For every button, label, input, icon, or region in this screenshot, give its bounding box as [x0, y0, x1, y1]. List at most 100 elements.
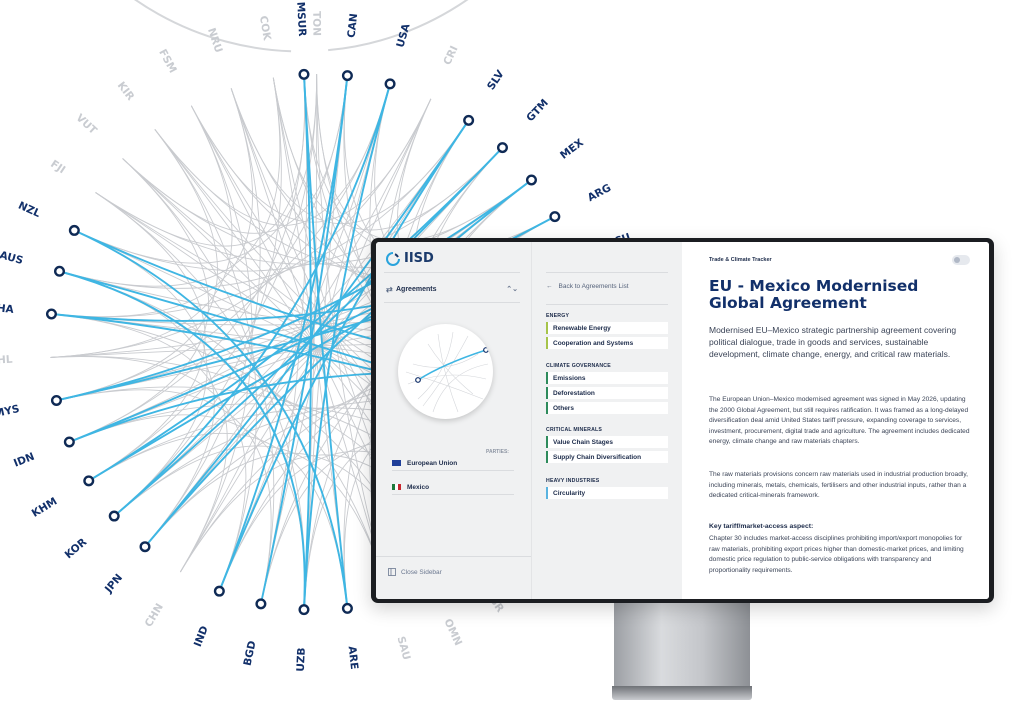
country-label-chn[interactable]: CHN: [143, 601, 166, 629]
topic-supply-chain-diversification[interactable]: Supply Chain Diversification: [546, 451, 668, 463]
iisd-logo[interactable]: IISD: [386, 251, 434, 266]
country-label-tha[interactable]: THA: [0, 302, 15, 317]
country-label-mex[interactable]: MEX: [558, 137, 586, 162]
sidebar-panel-icon: [388, 568, 396, 576]
muted-link: [230, 88, 470, 225]
country-label-cri[interactable]: CRI: [441, 44, 460, 67]
divider: [546, 272, 668, 273]
country-node-arg[interactable]: [549, 211, 561, 223]
arrow-left-icon: ←: [546, 283, 553, 290]
country-node-jpn[interactable]: [139, 541, 151, 553]
topic-circularity[interactable]: Circularity: [546, 487, 668, 499]
country-label-are[interactable]: ARE: [346, 645, 360, 670]
category-climate-governance: CLIMATE GOVERNANCE: [546, 363, 611, 369]
country-label-cok[interactable]: COK: [257, 15, 273, 42]
country-node-gtm[interactable]: [496, 142, 508, 154]
monitor-stand-base: [612, 686, 752, 700]
topic-deforestation[interactable]: Deforestation: [546, 387, 668, 399]
country-label-uzb[interactable]: UZB: [295, 647, 308, 672]
country-node-msur[interactable]: [298, 68, 310, 80]
country-node-nzl[interactable]: [68, 224, 80, 236]
muted-link: [144, 88, 261, 547]
category-heavy-industries: HEAVY INDUSTRIES: [546, 478, 600, 484]
category-critical-minerals: CRITICAL MINERALS: [546, 427, 603, 433]
agreement-title: EU - Mexico Modernised Global Agreement: [709, 277, 919, 312]
country-label-msur[interactable]: MSUR: [294, 2, 308, 37]
party-name: European Union: [407, 459, 458, 467]
country-node-are[interactable]: [341, 602, 353, 614]
divider: [384, 302, 520, 303]
country-label-omn[interactable]: OMN: [441, 617, 464, 648]
muted-link: [51, 313, 228, 573]
country-label-idn[interactable]: IDN: [12, 451, 36, 470]
country-node-bgd[interactable]: [255, 598, 267, 610]
country-label-bgd[interactable]: BGD: [242, 639, 259, 667]
agreement-link: [259, 75, 349, 605]
iisd-logo-icon: [386, 251, 400, 266]
agreement-detail: Trade & Climate Tracker EU - Mexico Mode…: [686, 242, 989, 599]
monitor-stand: [614, 603, 750, 688]
country-label-arg[interactable]: ARG: [586, 182, 614, 204]
topic-cooperation-and-systems[interactable]: Cooperation and Systems: [546, 337, 668, 349]
divider: [546, 304, 668, 305]
close-sidebar-button[interactable]: Close Sidebar: [388, 568, 442, 576]
monitor: IISD ⇄ Agreements ⌃⌄ PARTIES:: [371, 238, 994, 603]
mini-chord-wheel[interactable]: [398, 324, 493, 419]
country-label-can[interactable]: CAN: [346, 13, 361, 39]
agreement-link: [303, 74, 349, 609]
country-label-vut[interactable]: VUT: [73, 112, 99, 138]
agreement-link: [144, 179, 533, 548]
country-label-jpn[interactable]: JPN: [102, 572, 125, 596]
country-node-can[interactable]: [341, 70, 353, 82]
party-mexico[interactable]: Mexico: [392, 480, 514, 495]
muted-link: [88, 74, 318, 482]
topic-others[interactable]: Others: [546, 402, 668, 414]
chevron-updown-icon: ⌃⌄: [506, 286, 518, 293]
country-label-nru[interactable]: NRU: [205, 27, 225, 55]
country-node-slv[interactable]: [463, 114, 475, 126]
country-node-mex[interactable]: [525, 174, 537, 186]
party-european-union[interactable]: European Union: [392, 456, 514, 471]
country-label-phl[interactable]: PHL: [0, 354, 13, 367]
mexico-flag-icon: [392, 484, 401, 490]
country-label-khm[interactable]: KHM: [30, 495, 60, 519]
country-label-slv[interactable]: SLV: [485, 68, 507, 93]
topic-value-chain-stages[interactable]: Value Chain Stages: [546, 436, 668, 448]
country-node-kor[interactable]: [108, 510, 120, 522]
country-node-usa[interactable]: [384, 78, 396, 90]
topic-renewable-energy[interactable]: Renewable Energy: [546, 322, 668, 334]
country-node-aus[interactable]: [53, 265, 65, 277]
agreements-select[interactable]: ⇄ Agreements ⌃⌄: [386, 281, 518, 297]
divider: [376, 556, 531, 557]
theme-toggle[interactable]: [952, 255, 970, 265]
country-label-kir[interactable]: KIR: [115, 80, 137, 103]
country-label-gtm[interactable]: GTM: [524, 97, 551, 124]
country-node-tha[interactable]: [45, 308, 57, 320]
country-node-ind[interactable]: [213, 585, 225, 597]
swap-icon: ⇄: [386, 284, 393, 294]
country-node-mys[interactable]: [50, 394, 62, 406]
country-label-usa[interactable]: USA: [395, 21, 413, 48]
country-node-idn[interactable]: [63, 436, 75, 448]
country-label-fsm[interactable]: FSM: [156, 47, 178, 75]
country-label-kor[interactable]: KOR: [63, 536, 90, 561]
country-label-sau[interactable]: SAU: [395, 635, 413, 661]
country-label-fji[interactable]: FJI: [48, 158, 67, 176]
country-node-khm[interactable]: [83, 475, 95, 487]
paragraph-raw-materials: The raw materials provisions concern raw…: [709, 471, 968, 500]
app-screen: IISD ⇄ Agreements ⌃⌄ PARTIES:: [376, 242, 989, 599]
country-label-mys[interactable]: MYS: [0, 403, 21, 420]
country-label-ton[interactable]: TON: [310, 11, 322, 36]
muted-link: [88, 192, 206, 482]
logo-text: IISD: [404, 251, 434, 266]
muted-link: [154, 129, 257, 592]
parties-label: PARTIES:: [486, 449, 509, 455]
topic-emissions[interactable]: Emissions: [546, 372, 668, 384]
country-node-uzb[interactable]: [298, 604, 310, 616]
country-label-nzl[interactable]: NZL: [16, 200, 42, 221]
back-to-list-link[interactable]: ← Back to Agreements List: [546, 283, 629, 290]
country-label-aus[interactable]: AUS: [0, 249, 24, 267]
country-label-ind[interactable]: IND: [192, 624, 211, 649]
tracker-label: Trade & Climate Tracker: [709, 257, 772, 263]
category-energy: ENERGY: [546, 313, 570, 319]
